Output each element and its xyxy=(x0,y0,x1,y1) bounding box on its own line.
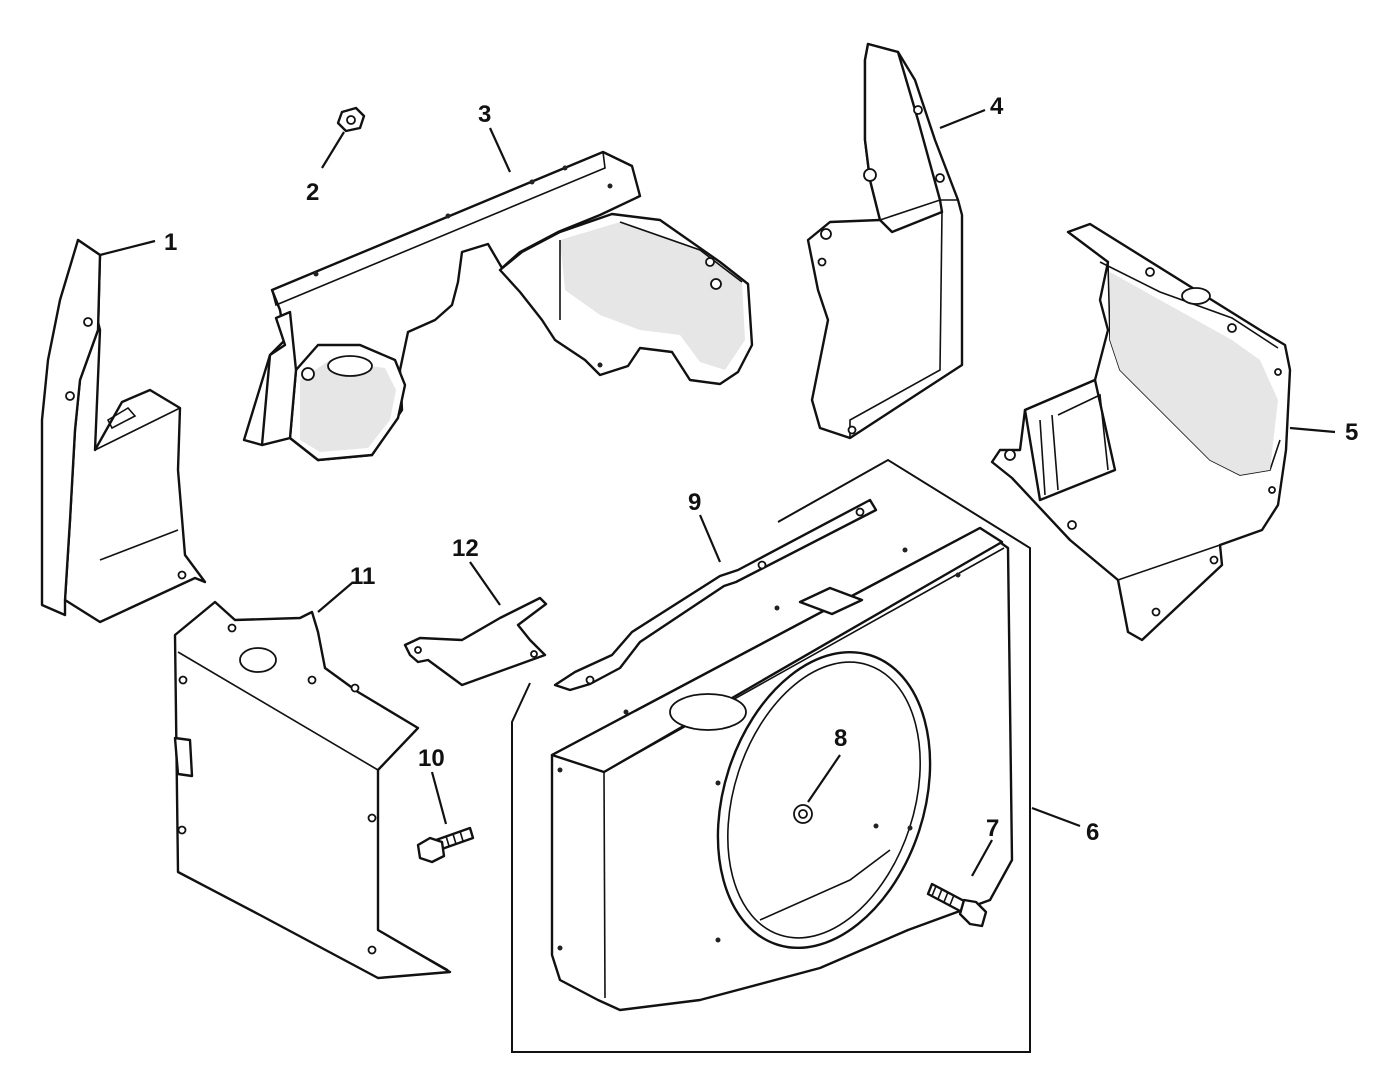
leader-1 xyxy=(99,239,156,257)
part-7-bolt xyxy=(926,882,988,928)
part-1-left-side-shroud xyxy=(40,238,207,624)
part-2-nut xyxy=(336,106,366,133)
leader-6 xyxy=(1031,806,1081,828)
leader-3 xyxy=(488,127,512,173)
leader-2 xyxy=(321,131,345,169)
callout-3: 3 xyxy=(478,101,491,128)
part-6-blower-housing xyxy=(550,526,1014,1012)
callout-5: 5 xyxy=(1345,419,1358,446)
callout-12: 12 xyxy=(452,535,479,562)
callout-7: 7 xyxy=(986,815,999,842)
leader-5 xyxy=(1289,426,1336,434)
callout-6: 6 xyxy=(1086,819,1099,846)
callout-4: 4 xyxy=(990,93,1004,120)
callout-9: 9 xyxy=(688,489,701,516)
leader-12 xyxy=(469,561,501,606)
part-11-left-lower-shroud xyxy=(173,600,452,980)
part-5-right-lower-shroud xyxy=(990,222,1292,642)
leader-10 xyxy=(430,771,448,825)
callout-1: 1 xyxy=(164,229,177,256)
callout-2: 2 xyxy=(306,179,319,206)
leader-9 xyxy=(698,514,722,563)
callout-11: 11 xyxy=(350,563,375,590)
callout-labels: 1 2 3 4 5 6 7 8 9 10 11 12 xyxy=(164,93,1358,846)
leader-4 xyxy=(939,108,986,130)
leader-lines xyxy=(99,108,1336,877)
leader-11 xyxy=(317,582,353,613)
leader-8 xyxy=(807,754,841,803)
part-6-blower-housing-assembly-outline xyxy=(511,458,1031,1053)
leader-7 xyxy=(971,839,993,877)
part-9-strip xyxy=(553,498,878,692)
part-10-bolt xyxy=(416,826,475,864)
part-4-right-side-shroud xyxy=(806,42,964,440)
callout-10: 10 xyxy=(418,745,445,772)
callout-8: 8 xyxy=(834,725,847,752)
part-12-bracket xyxy=(403,596,548,687)
part-3-rear-baffle xyxy=(242,150,754,462)
